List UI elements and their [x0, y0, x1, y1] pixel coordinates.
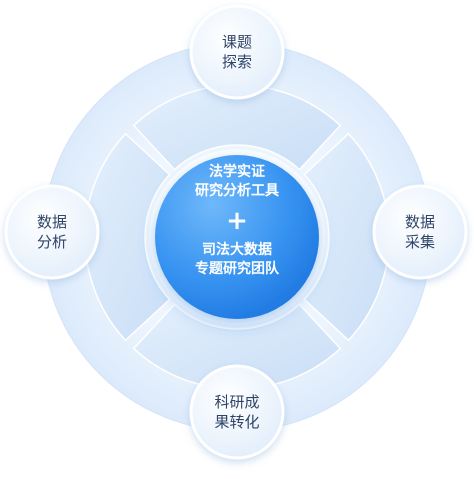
satellite-right-line-2: 采集 — [404, 233, 435, 251]
satellite-right-circle — [372, 184, 468, 280]
satellite-left-line-1: 数据 — [36, 213, 67, 231]
center-top-text: 法学实证 研究分析工具 — [167, 163, 307, 201]
satellite-right-label: 数据 采集 — [380, 212, 460, 252]
satellite-left-line-2: 分析 — [36, 233, 67, 251]
satellite-right-line-1: 数据 — [404, 213, 435, 231]
satellite-bottom-line-2: 果转化 — [214, 413, 260, 431]
satellite-left-circle — [4, 184, 100, 280]
segment-top — [132, 84, 342, 171]
center-bottom-text: 司法大数据 专题研究团队 — [167, 241, 307, 279]
center-top-line-2: 研究分析工具 — [195, 183, 279, 199]
segment-bottom — [132, 303, 342, 390]
segment-right — [303, 132, 390, 342]
center-bottom-line-1: 司法大数据 — [202, 242, 272, 258]
satellite-top-label: 课题 探索 — [197, 32, 277, 72]
center-circle — [155, 155, 319, 319]
center-top-line-1: 法学实证 — [209, 164, 265, 180]
plus-sign: + — [226, 206, 248, 236]
satellite-top-circle — [189, 4, 285, 100]
satellite-bottom-circle — [189, 364, 285, 460]
center-bottom-line-2: 专题研究团队 — [195, 261, 279, 277]
satellite-left-label: 数据 分析 — [12, 212, 92, 252]
segment-left — [84, 132, 171, 342]
satellite-top-line-2: 探索 — [221, 53, 252, 71]
satellite-top-line-1: 课题 — [221, 33, 252, 51]
satellite-bottom-label: 科研成 果转化 — [197, 392, 277, 432]
satellite-bottom-line-1: 科研成 — [214, 393, 260, 411]
segment-ring — [84, 84, 390, 390]
